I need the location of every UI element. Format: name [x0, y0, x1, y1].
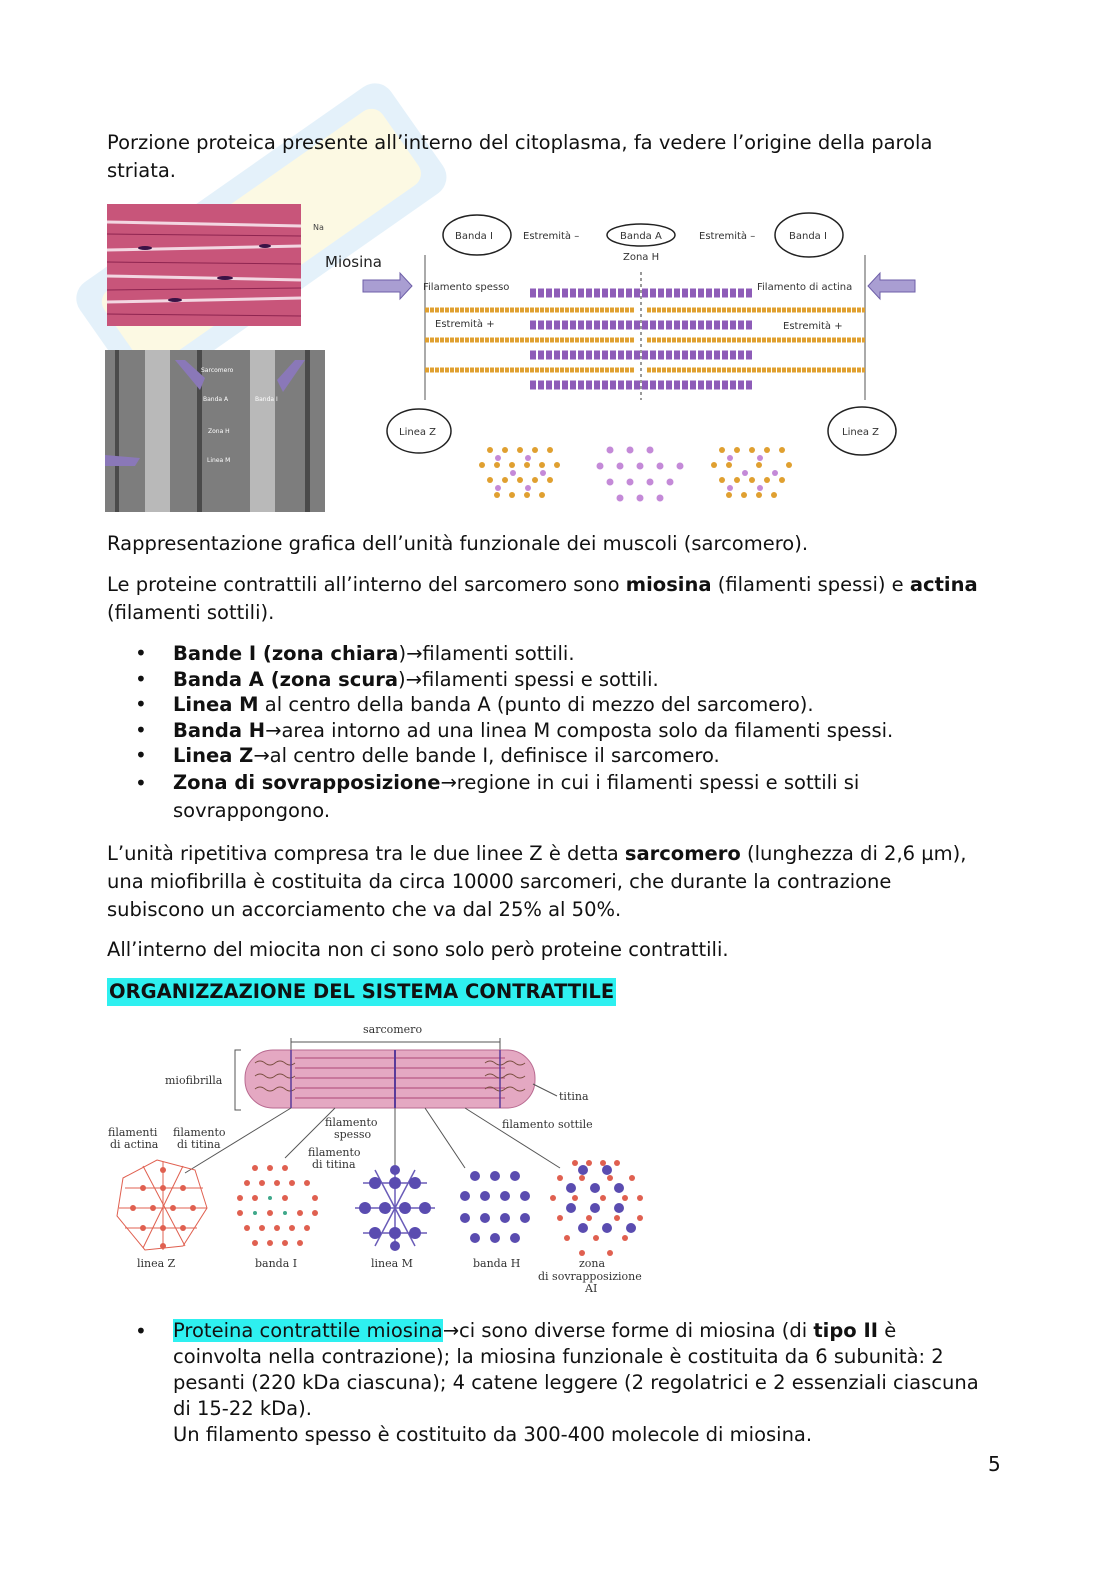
banda-i-label: banda I: [255, 1257, 297, 1270]
linea-z-left-label: Linea Z: [399, 427, 436, 438]
zona-label-2: di sovrapposizione: [538, 1270, 642, 1283]
filamento-sottile-label: filamento sottile: [502, 1118, 593, 1131]
filamento-spesso-label-1: filamento: [325, 1116, 378, 1129]
list-item: Linea Z→al centro delle bande I, definis…: [135, 743, 985, 769]
filamento-spesso-label-2: spesso: [334, 1128, 371, 1141]
estremita-left-label: Estremità –: [523, 230, 579, 242]
estremita-plus-left-label: Estremità +: [435, 318, 495, 330]
intro-paragraph: Porzione proteica presente all’interno d…: [107, 131, 933, 182]
electron-micrograph: Sarcomero Banda A Banda I Zona H Linea M: [105, 350, 325, 512]
estremita-plus-right-label: Estremità +: [783, 320, 843, 332]
filamento-titina-label-2: di titina: [177, 1138, 221, 1151]
zona-label-1: zona: [579, 1257, 606, 1270]
sarcomero-label: sarcomero: [363, 1023, 422, 1036]
micro-miosina-label: Miosina: [325, 253, 382, 271]
filamento-titina-b-label-2: di titina: [312, 1158, 356, 1171]
list-item: Banda A (zona scura)→filamenti spessi e …: [135, 667, 985, 693]
linea-z-right-label: Linea Z: [842, 427, 879, 438]
miosina-list: Proteina contrattile miosina→ci sono div…: [135, 1318, 985, 1448]
cross-linea-z: [116, 1159, 208, 1251]
miofibrilla-label: miofibrilla: [165, 1074, 223, 1087]
myofibril-figure: sarcomero miofibrilla titina filamento s…: [108, 1023, 643, 1295]
zona-label-3: AI: [584, 1282, 597, 1295]
filamento-titina-label-1: filamento: [173, 1126, 226, 1139]
titina-label: titina: [559, 1090, 589, 1103]
banda-a-label: Banda A: [620, 231, 662, 242]
page-number: 5: [988, 1452, 1001, 1476]
list-item: Banda H→area intorno ad una linea M comp…: [135, 718, 985, 744]
em-banda-i-label: Banda I: [255, 396, 278, 403]
rappresentazione-paragraph: Rappresentazione grafica dell’unità funz…: [107, 532, 809, 555]
linea-z-label: linea Z: [137, 1257, 176, 1270]
filamento-actina-label: Filamento di actina: [757, 282, 852, 293]
em-linea-m-label: Linea M: [207, 457, 230, 464]
estremita-right-label: Estremità –: [699, 230, 755, 242]
unita-paragraph: L’unità ripetitiva compresa tra le due l…: [107, 842, 967, 921]
micro-na-label: Na: [313, 223, 324, 232]
list-item: Zona di sovrapposizione→regione in cui i…: [135, 769, 985, 825]
section-heading: ORGANIZZAZIONE DEL SISTEMA CONTRATTILE: [107, 978, 617, 1006]
proteine-paragraph: Le proteine contrattili all’interno del …: [107, 573, 978, 624]
sarcomere-schematic: Banda I Banda A Banda I Estremità – Estr…: [362, 212, 916, 502]
list-item: Linea M al centro della banda A (punto d…: [135, 692, 985, 718]
banda-i-left-label: Banda I: [455, 231, 493, 242]
linea-m-label: linea M: [371, 1257, 413, 1270]
sarcomere-bands-list: Bande I (zona chiara)→filamenti sottili.…: [135, 641, 985, 825]
banda-h-label: banda H: [473, 1257, 520, 1270]
miocita-paragraph: All’interno del miocita non ci sono solo…: [107, 938, 729, 961]
filamenti-actina-label-2: di actina: [110, 1138, 159, 1151]
filamento-titina-b-label-1: filamento: [308, 1146, 361, 1159]
em-zona-h-label: Zona H: [208, 428, 230, 435]
list-item: Bande I (zona chiara)→filamenti sottili.: [135, 641, 985, 667]
list-item: Proteina contrattile miosina→ci sono div…: [135, 1318, 985, 1448]
filamenti-actina-label-1: filamenti: [108, 1126, 158, 1139]
banda-i-right-label: Banda I: [789, 231, 827, 242]
filamento-spesso-label: Filamento spesso: [423, 282, 509, 293]
sarcomere-figure: Na Miosina Sarcomero Banda A Banda I Zon…: [105, 204, 916, 512]
em-sarcomero-label: Sarcomero: [201, 367, 234, 374]
cross-section-overlap-left: [479, 447, 560, 498]
zona-h-label: Zona H: [623, 252, 659, 263]
em-banda-a-label: Banda A: [203, 396, 229, 403]
light-micrograph: Na Miosina: [106, 204, 382, 326]
